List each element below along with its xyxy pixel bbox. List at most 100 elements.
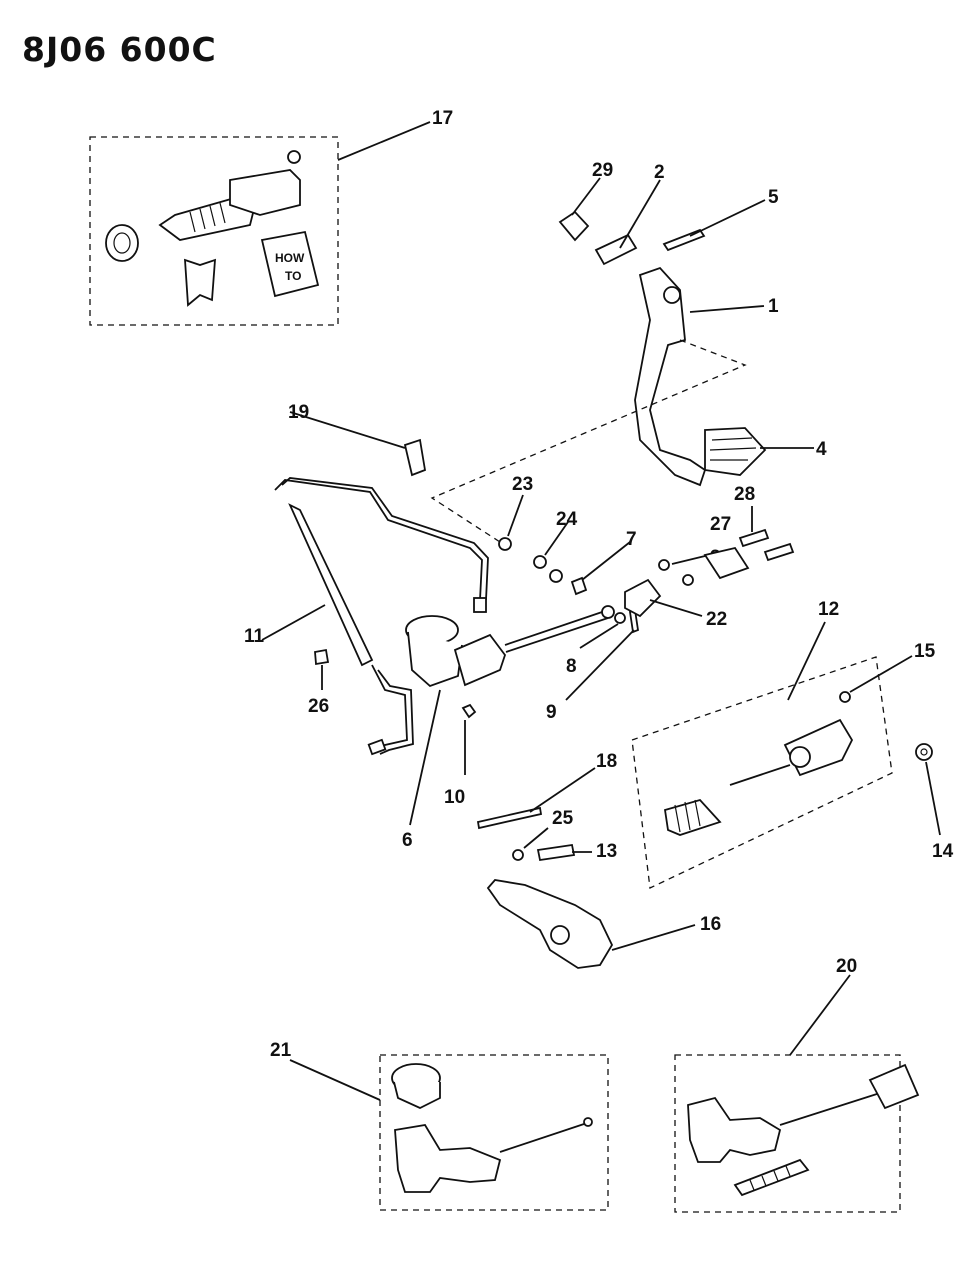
bolt-28b bbox=[763, 542, 795, 562]
kit-20-pushrod bbox=[779, 1092, 881, 1126]
callout-29: 29 bbox=[592, 160, 613, 181]
bushing-7 bbox=[570, 576, 588, 596]
pedal-pad-4 bbox=[704, 427, 767, 476]
pedal-arm-1 bbox=[634, 266, 707, 487]
kit-17-group: HOW TO 17 bbox=[89, 108, 453, 326]
pushrod bbox=[504, 609, 609, 646]
callout-25: 25 bbox=[552, 808, 574, 829]
tube-fitting-upper bbox=[473, 597, 487, 613]
slave-flange bbox=[789, 746, 811, 768]
hose-11 bbox=[288, 503, 374, 667]
stud-18 bbox=[476, 806, 543, 830]
leader-2 bbox=[619, 179, 661, 249]
kit-clip bbox=[287, 150, 301, 164]
leader-1 bbox=[689, 305, 765, 313]
kit-20-group: 20 bbox=[674, 956, 920, 1213]
kit-21-pushrod bbox=[499, 1121, 591, 1153]
leader-29 bbox=[571, 177, 601, 216]
kit-21-cap-skirt bbox=[393, 1081, 441, 1109]
master-cylinder-group: 6 23 24 7 8 9 10 22 bbox=[402, 474, 795, 851]
leader-16 bbox=[611, 924, 696, 951]
hydraulic-line-group: 19 11 26 bbox=[244, 402, 489, 756]
kit-bracket bbox=[229, 169, 301, 216]
pedal-pivot bbox=[663, 286, 681, 304]
diagram-title: 8J06 600C bbox=[22, 30, 217, 69]
leader-6 bbox=[409, 689, 441, 826]
how-to-book bbox=[260, 230, 320, 298]
clip-26 bbox=[314, 648, 330, 666]
callout-13: 13 bbox=[596, 841, 617, 862]
leader-15 bbox=[849, 655, 913, 693]
pedal-group: 29 2 5 1 4 bbox=[430, 160, 827, 543]
washer-24b bbox=[549, 569, 563, 583]
callout-19: 19 bbox=[288, 402, 309, 423]
nut-3b bbox=[682, 574, 694, 586]
bracket-group: 18 25 13 16 bbox=[476, 751, 721, 969]
leader-25 bbox=[523, 827, 549, 849]
bleeder-15 bbox=[839, 691, 851, 703]
book-text-line2: TO bbox=[285, 269, 301, 283]
nut-23 bbox=[498, 537, 512, 551]
reservoir-body bbox=[407, 631, 463, 688]
callout-9: 9 bbox=[546, 702, 557, 723]
bracket-16 bbox=[486, 879, 614, 969]
tube-upper bbox=[274, 479, 483, 601]
tube-lower bbox=[371, 664, 408, 751]
pedal-dash-link bbox=[430, 339, 747, 543]
pushrod-eye bbox=[601, 605, 615, 619]
callout-10: 10 bbox=[444, 787, 465, 808]
kit-20-box bbox=[674, 1054, 901, 1213]
callout-21: 21 bbox=[270, 1040, 292, 1061]
callout-18: 18 bbox=[596, 751, 617, 772]
callout-28: 28 bbox=[734, 484, 755, 505]
leader-18 bbox=[529, 767, 596, 813]
nut-14 bbox=[915, 743, 933, 761]
leader-20 bbox=[789, 974, 851, 1056]
slave-cylinder-group: 12 15 bbox=[631, 599, 936, 889]
callout-1: 1 bbox=[768, 296, 779, 317]
nut-14-hole bbox=[920, 748, 928, 756]
kit-20-cylinder bbox=[687, 1096, 782, 1163]
boot bbox=[663, 798, 722, 836]
callout-24: 24 bbox=[556, 509, 578, 530]
callout-4: 4 bbox=[816, 439, 827, 460]
clip-19 bbox=[403, 438, 427, 477]
leader-17 bbox=[337, 121, 431, 161]
leader-21 bbox=[289, 1059, 381, 1101]
kit-lube-packet bbox=[184, 258, 216, 307]
kit-cylinder-ribs bbox=[189, 202, 226, 233]
ball-25 bbox=[512, 849, 524, 861]
leader-19 bbox=[289, 411, 406, 449]
kit-21-group: 21 bbox=[270, 1040, 609, 1211]
kit-21-cylinder bbox=[394, 1124, 502, 1193]
bushing-29 bbox=[558, 210, 590, 242]
kit-17-box bbox=[89, 136, 339, 326]
leader-7 bbox=[581, 541, 631, 581]
leader-5 bbox=[689, 199, 766, 237]
callout-15: 15 bbox=[914, 641, 936, 662]
seal-ring bbox=[105, 224, 139, 262]
slave-pushrod bbox=[729, 764, 791, 786]
cylinder-body bbox=[453, 633, 507, 687]
kit-20-spring-coils bbox=[749, 1165, 791, 1191]
callout-27: 27 bbox=[710, 514, 731, 535]
pedal-pad-ribs bbox=[709, 437, 757, 461]
callout-5: 5 bbox=[768, 187, 779, 208]
pushrod-edge bbox=[505, 617, 609, 653]
leader-22 bbox=[649, 599, 703, 617]
nut-10 bbox=[461, 703, 477, 719]
kit-21-rod-eye bbox=[583, 1117, 593, 1127]
callout-26: 26 bbox=[308, 696, 329, 717]
tube-fitting-lower bbox=[367, 738, 387, 756]
leader-12 bbox=[787, 621, 826, 701]
bolt-28a bbox=[738, 528, 770, 548]
callout-12: 12 bbox=[818, 599, 839, 620]
washer-24a bbox=[533, 555, 547, 569]
callout-16: 16 bbox=[700, 914, 721, 935]
pin-2 bbox=[594, 233, 638, 266]
tube-lower-outer bbox=[377, 669, 414, 755]
leader-9 bbox=[565, 629, 635, 701]
callout-22: 22 bbox=[706, 609, 727, 630]
callout-23: 23 bbox=[512, 474, 533, 495]
